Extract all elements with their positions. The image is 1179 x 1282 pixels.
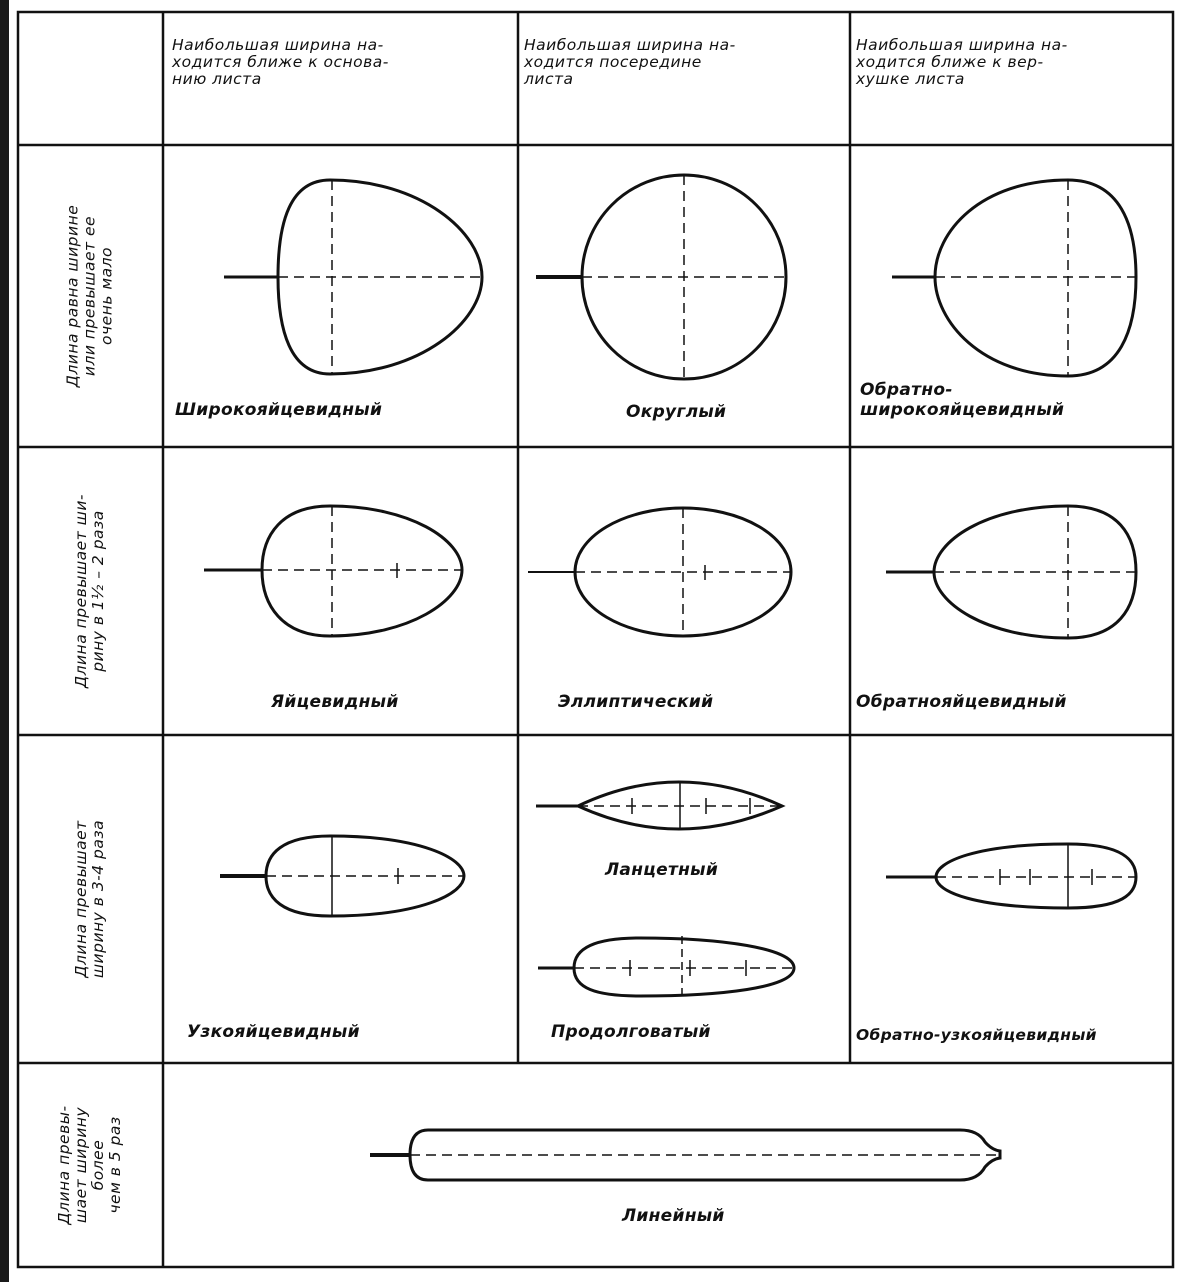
- leaf-round: [536, 173, 788, 381]
- label-narrow-obovate: Обратно-узкояйцевидный: [856, 1026, 1097, 1044]
- row-label-length-over-5x: Длина превы- шает ширину более чем в 5 р…: [55, 1105, 124, 1225]
- label-linear: Линейный: [622, 1206, 725, 1226]
- label-broad-ovate: Широкояйцевидный: [175, 400, 383, 420]
- leaf-broad-obovate: [892, 178, 1138, 378]
- row-label-length-equals-width: Длина равна ширине или превышает ее очен…: [63, 204, 116, 388]
- label-oblong: Продолговатый: [551, 1022, 711, 1042]
- label-narrow-ovate: Узкояйцевидный: [187, 1022, 360, 1042]
- label-obovate: Обратнояйцевидный: [856, 692, 1067, 712]
- label-lanceolate: Ланцетный: [605, 860, 719, 880]
- header-widest-at-middle: Наибольшая ширина на- ходится посередине…: [524, 36, 736, 88]
- label-broad-obovate: Обратно- широкояйцевидный: [860, 380, 1065, 420]
- leaf-narrow-obovate: [886, 842, 1138, 910]
- leaf-obovate: [886, 504, 1138, 640]
- page-edge: [0, 0, 9, 1282]
- label-elliptic: Эллиптический: [558, 692, 714, 712]
- leaf-elliptic: [528, 506, 793, 638]
- label-ovate: Яйцевидный: [271, 692, 399, 712]
- label-round: Округлый: [626, 402, 727, 422]
- leaf-narrow-ovate: [220, 834, 466, 918]
- leaf-linear: [370, 1128, 1002, 1182]
- header-widest-near-base: Наибольшая ширина на- ходится ближе к ос…: [172, 36, 389, 88]
- header-widest-near-apex: Наибольшая ширина на- ходится ближе к ве…: [856, 36, 1068, 88]
- leaf-ovate: [204, 504, 464, 638]
- leaf-broad-ovate: [224, 178, 484, 376]
- row-label-length-1-5-2x: Длина превышает ши- рину в 1½ – 2 раза: [72, 493, 107, 689]
- table-grid: [16, 10, 1175, 1269]
- leaf-oblong: [538, 936, 796, 1000]
- row-label-length-3-4x: Длина превышает ширину в 3-4 раза: [72, 819, 107, 979]
- leaf-lanceolate: [536, 780, 786, 831]
